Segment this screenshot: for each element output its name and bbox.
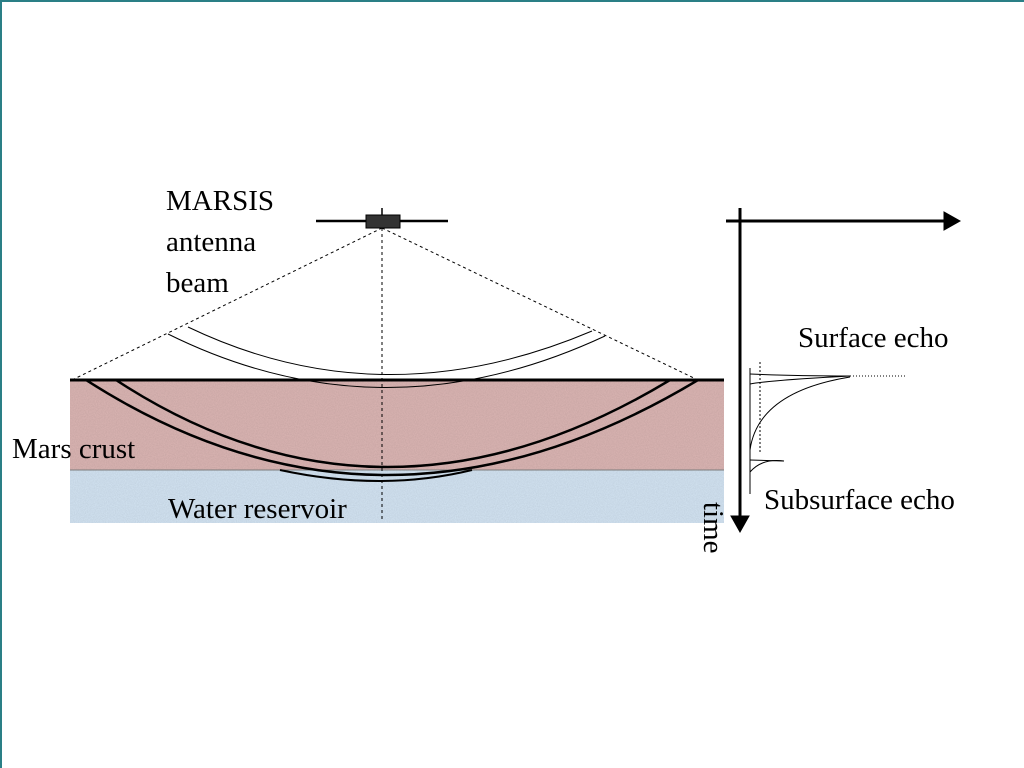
crust-label: Mars crust xyxy=(12,433,135,465)
mars-crust-layer xyxy=(70,380,724,470)
water-reservoir-layer xyxy=(70,470,724,523)
surface-echo-label: Surface echo xyxy=(798,322,949,354)
beam-wavefronts-air xyxy=(167,326,606,388)
antenna-beam-cone xyxy=(71,227,699,522)
subsurface-echo-label: Subsurface echo xyxy=(764,484,955,516)
time-axis-label: time xyxy=(697,502,729,554)
antenna-label-line-1: MARSIS xyxy=(166,185,274,217)
antenna-icon xyxy=(316,208,448,229)
beam-wavefronts-crust xyxy=(85,378,699,482)
reservoir-label: Water reservoir xyxy=(168,493,347,525)
echo-waveform xyxy=(749,362,906,494)
echo-axes xyxy=(726,208,962,534)
antenna-label-line-2: antenna xyxy=(166,226,256,258)
antenna-label-line-3: beam xyxy=(166,267,229,299)
